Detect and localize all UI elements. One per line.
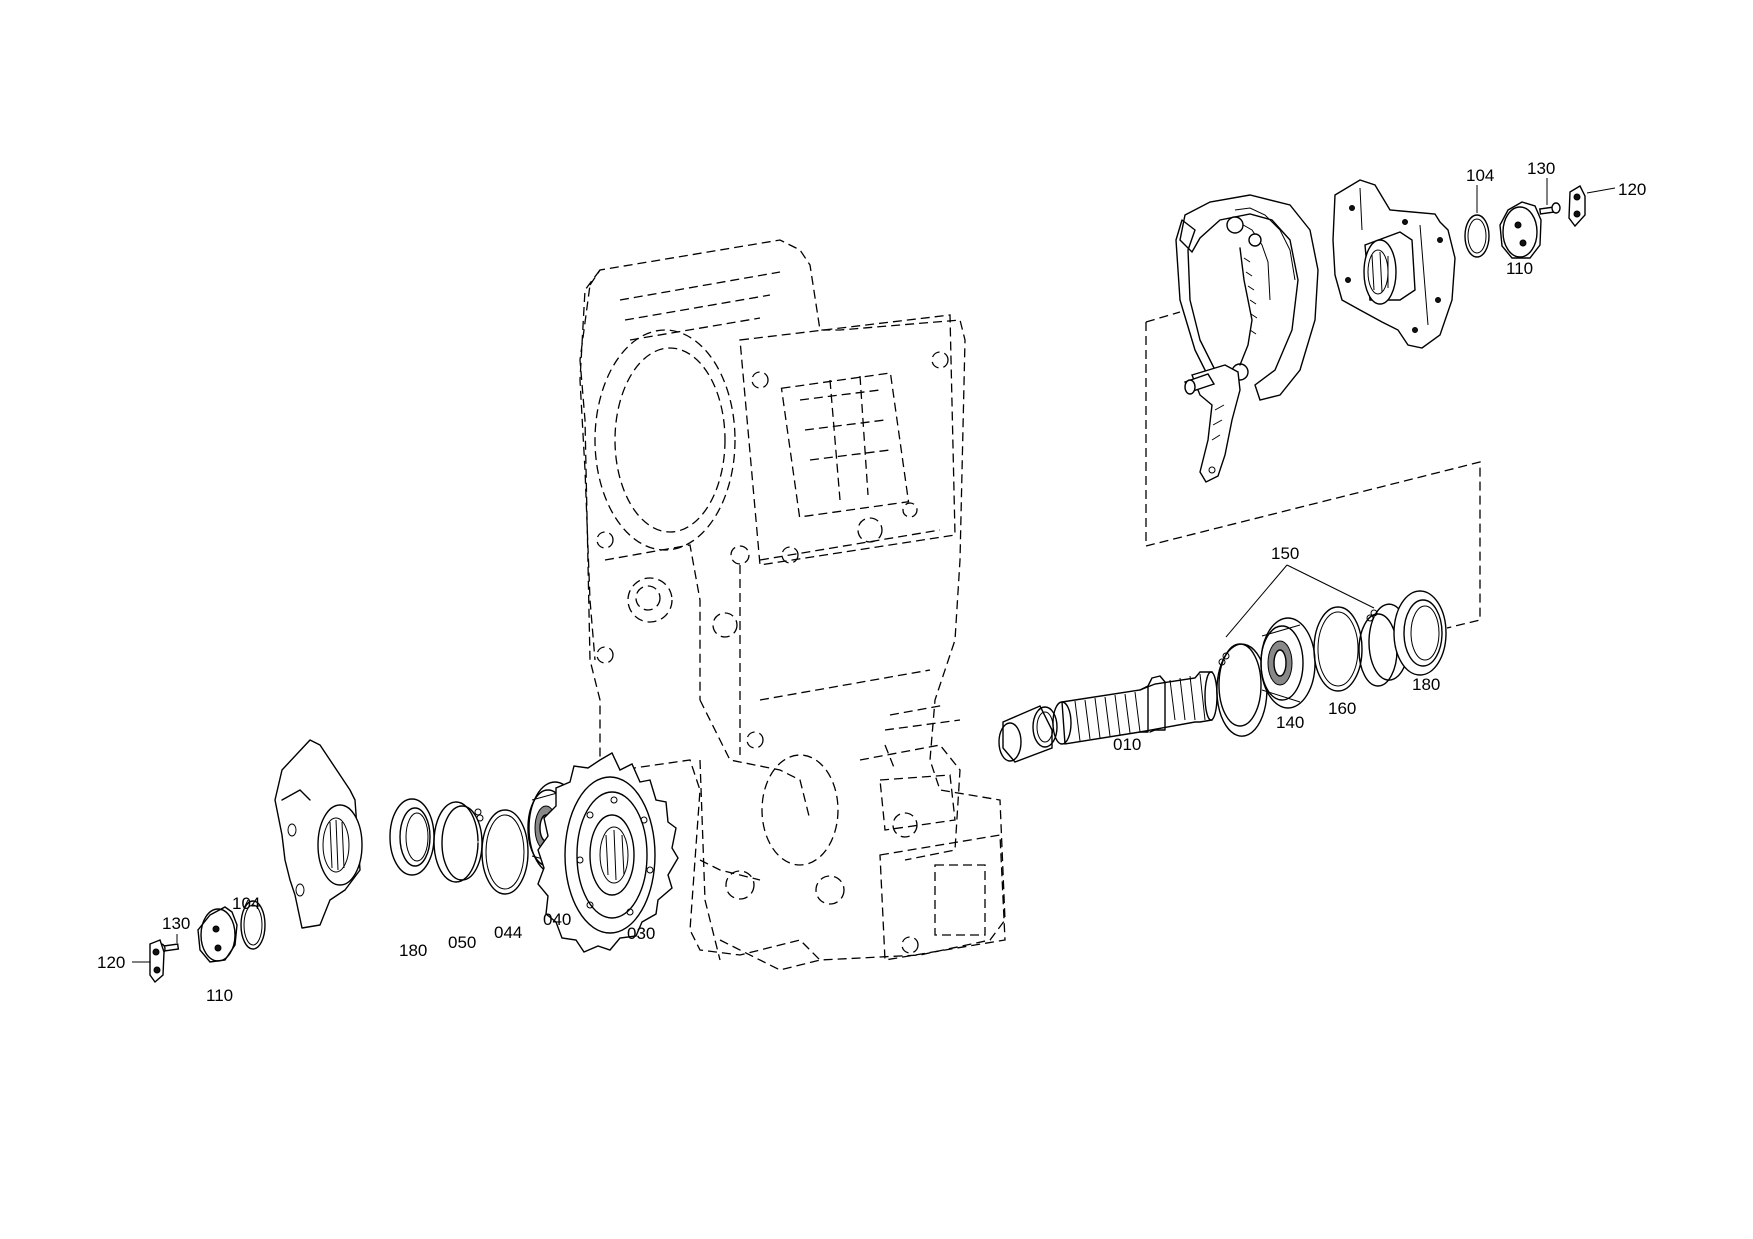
callout-180-left: 180: [399, 941, 427, 960]
lock-plate-120-left: [149, 939, 165, 984]
callout-140: 140: [1276, 713, 1304, 732]
callout-130-right: 130: [1527, 159, 1555, 178]
bolt-130-right: [1538, 202, 1561, 215]
shim-ring-044: [481, 809, 529, 895]
output-flange-yoke: [274, 739, 363, 929]
lock-plate-120-right: [1568, 185, 1586, 228]
callout-044: 044: [494, 923, 522, 942]
brake-drum-plate: [1332, 179, 1456, 349]
callout-110-right: 110: [1506, 259, 1533, 278]
callout-130-left: 130: [162, 914, 190, 933]
seal-ring-180-right: [1393, 590, 1447, 676]
oring-104-right: [1464, 214, 1490, 258]
oring-104-left: [240, 900, 266, 950]
cover-disc-110-left: [197, 906, 238, 963]
cover-disc-110-right: [1499, 201, 1542, 259]
callout-160: 160: [1328, 699, 1356, 718]
callout-030: 030: [627, 924, 655, 943]
ball-bearing-140: [1260, 617, 1316, 709]
callout-104-right: 104: [1466, 166, 1494, 185]
assembly-bracket-top: [1145, 311, 1181, 323]
transmission-housing: [579, 239, 1006, 971]
spacer-bushing: [998, 705, 1058, 763]
brake-shoe-assembly: [1175, 194, 1319, 483]
assembly-bracket-line: [1145, 322, 1481, 629]
snap-ring-150a: [1216, 643, 1268, 737]
splined-shaft-010: [1052, 671, 1218, 745]
callout-110-left: 110: [206, 986, 233, 1005]
callout-120-right: 120: [1618, 180, 1646, 199]
shim-ring-160: [1313, 606, 1363, 692]
gear-030: [537, 752, 679, 953]
callout-010: 010: [1113, 735, 1141, 754]
callout-150: 150: [1271, 544, 1299, 563]
callout-040: 040: [543, 910, 571, 929]
leader-lines: [132, 178, 1616, 963]
callout-labels: 010 030 040 044 050 104 104 110 110 120 …: [97, 159, 1646, 1005]
seal-ring-180-left: [389, 798, 435, 876]
callout-120-left: 120: [97, 953, 125, 972]
snap-ring-050: [433, 801, 484, 883]
callout-180-right: 180: [1412, 675, 1440, 694]
callout-104-left: 104: [232, 894, 260, 913]
callout-050: 050: [448, 933, 476, 952]
